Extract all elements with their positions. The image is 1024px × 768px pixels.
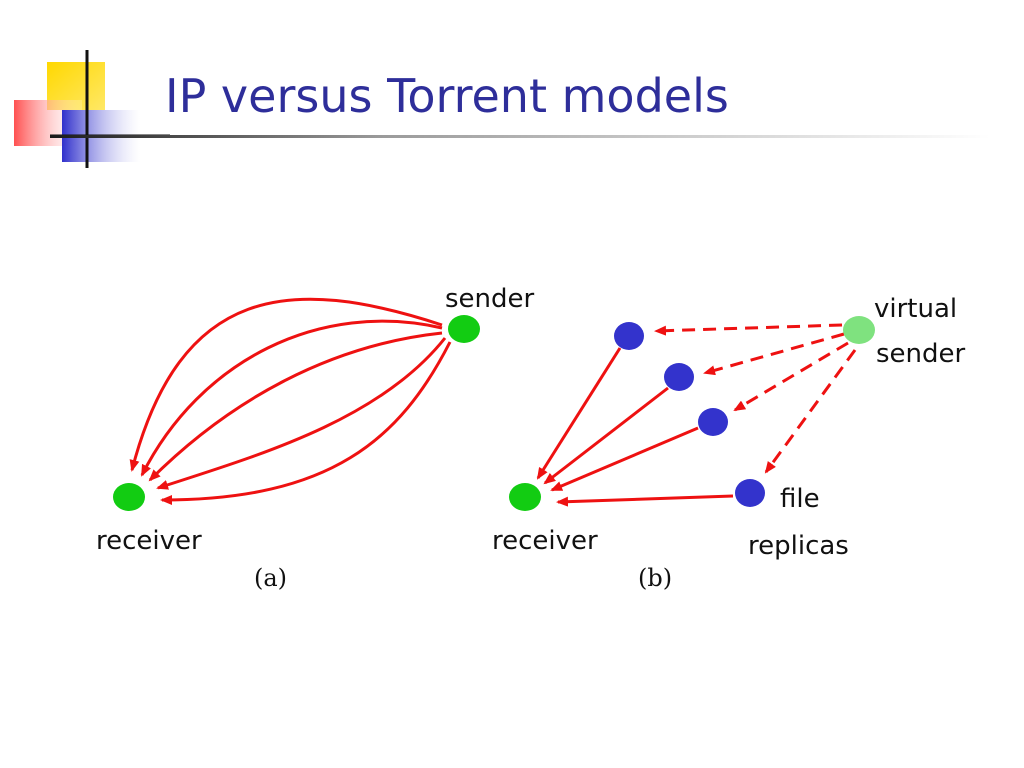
ip-arrow-4 (156, 337, 447, 490)
diagram-a: sender receiver (a) (96, 284, 535, 592)
replica-arrow-2 (543, 386, 669, 485)
ip-arrow-3 (148, 331, 443, 482)
replica-arrow-1 (536, 347, 622, 480)
virtual-sender-label-line1: virtual (874, 294, 957, 324)
ip-arrow-1 (129, 297, 443, 472)
virtual-sender-label-line2: sender (876, 339, 966, 369)
replica-arrow-4 (556, 494, 734, 507)
receiver-label-a: receiver (96, 526, 202, 556)
replica-arrow-3 (550, 426, 699, 492)
sender-node (448, 315, 480, 343)
title-underline (50, 135, 990, 138)
diagram-b: virtual sender file replicas receiver (b… (492, 294, 966, 592)
receiver-node-a (113, 483, 145, 511)
caption-a: (a) (254, 564, 287, 592)
file-replicas-label-line2: replicas (748, 531, 849, 561)
virtual-sender-node (843, 316, 875, 344)
ip-arrow-5 (160, 341, 452, 505)
file-replicas-label-line1: file (780, 484, 820, 514)
replica-node-4 (735, 479, 765, 507)
receiver-label-b: receiver (492, 526, 598, 556)
receiver-node-b (509, 483, 541, 511)
virtual-arrow-2 (703, 332, 845, 376)
replica-node-3 (698, 408, 728, 436)
ip-arrow-2 (140, 319, 443, 477)
virtual-arrow-1 (654, 323, 843, 336)
slide-title: IP versus Torrent models (165, 69, 729, 123)
replica-node-2 (664, 363, 694, 391)
caption-b: (b) (638, 564, 672, 592)
sender-label: sender (445, 284, 535, 314)
virtual-arrow-4 (764, 349, 857, 474)
replica-node-1 (614, 322, 644, 350)
virtual-arrow-3 (733, 341, 849, 412)
